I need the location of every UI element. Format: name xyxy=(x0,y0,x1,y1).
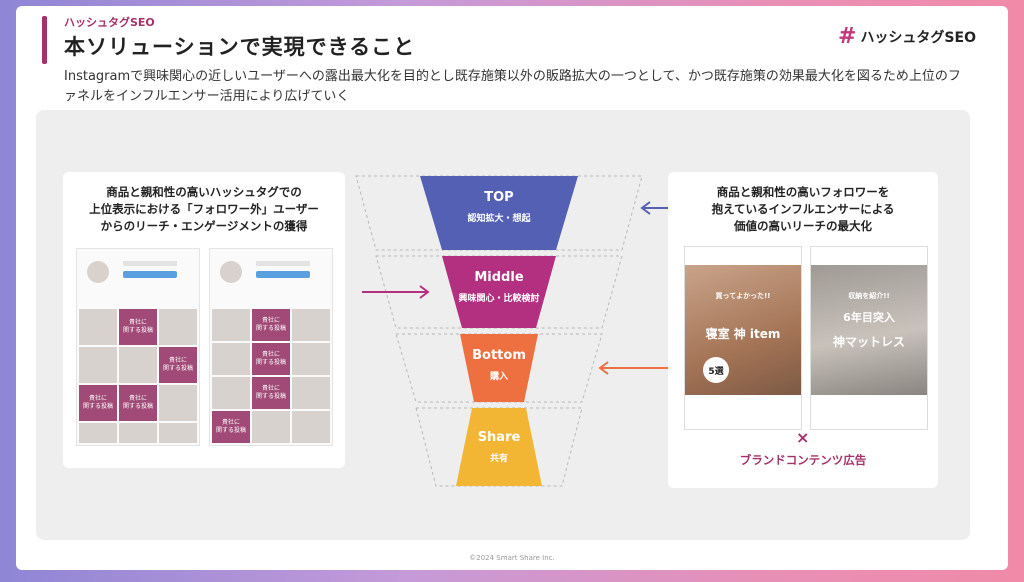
brand-post-tile: 貴社に関する投稿 xyxy=(79,385,117,421)
influencer-card-line-3: 価値の高いリーチの最大化 xyxy=(734,219,872,233)
brand-post-tile: 貴社に関する投稿 xyxy=(212,411,250,443)
influencer-post-1: 買ってよかった!! 寝室 神 item 5選 xyxy=(684,246,802,430)
brand-post-tile: 貴社に関する投稿 xyxy=(119,385,157,421)
logo-text: ハッシュタグSEO xyxy=(860,30,976,46)
post-grid: 貴社に関する投稿 貴社に関する投稿 貴社に関する投稿 貴社に関する投稿 xyxy=(212,309,330,443)
page-title: 本ソリューションで実現できること xyxy=(64,35,416,59)
influencer-card: 商品と親和性の高いフォロワーを 抱えているインフルエンサーによる 価値の高いリー… xyxy=(668,172,938,488)
hashtag-card-line-3: からのリーチ・エンゲージメントの獲得 xyxy=(100,219,308,233)
hashtag-search-screenshot-1: 貴社に関する投稿 貴社に関する投稿 貴社に関する投稿 貴社に関する投稿 xyxy=(76,248,200,446)
hashtag-search-screenshot-2: 貴社に関する投稿 貴社に関する投稿 貴社に関する投稿 貴社に関する投稿 xyxy=(209,248,333,446)
hashtag-card-line-1: 商品と親和性の高いハッシュタグでの xyxy=(106,185,302,199)
funnel-outline-bottom xyxy=(395,333,603,403)
post-grid: 貴社に関する投稿 貴社に関する投稿 貴社に関する投稿 貴社に関する投稿 xyxy=(79,309,197,443)
funnel-label-bottom: Bottom 購入 xyxy=(472,348,526,382)
influencer-card-line-2: 抱えているインフルエンサーによる xyxy=(711,202,895,216)
influencer-card-line-1: 商品と親和性の高いフォロワーを xyxy=(716,185,890,199)
brand-post-tile: 貴社に関する投稿 xyxy=(119,309,157,345)
brand-post-tile: 貴社に関する投稿 xyxy=(252,309,290,341)
funnel-stage-bottom xyxy=(460,334,538,402)
funnel-label-middle: Middle 興味関心・比較検討 xyxy=(458,270,540,304)
funnel-outline-share xyxy=(415,407,583,487)
funnel-label-top: TOP 認知拡大・想起 xyxy=(467,190,531,224)
section-label: ハッシュタグSEO xyxy=(64,16,155,29)
brand-logo: # ハッシュタグSEO xyxy=(838,26,976,48)
arrow-to-middle xyxy=(362,285,430,299)
brand-post-tile: 貴社に関する投稿 xyxy=(159,347,197,383)
funnel-outline-top xyxy=(355,175,643,251)
accent-bar xyxy=(42,16,47,64)
funnel-diagram xyxy=(355,175,710,487)
brand-post-tile: 貴社に関する投稿 xyxy=(252,343,290,375)
hashtag-logo-icon: # xyxy=(838,24,857,49)
copyright: ©2024 Smart Share Inc. xyxy=(469,554,555,562)
funnel-stage-middle xyxy=(442,256,556,328)
cross-icon: × xyxy=(796,428,810,447)
content-panel: 商品と親和性の高いハッシュタグでの 上位表示における「フォロワー外」ユーザー か… xyxy=(36,110,970,540)
influencer-card-text: 商品と親和性の高いフォロワーを 抱えているインフルエンサーによる 価値の高いリー… xyxy=(668,184,938,235)
influencer-post-2: 収納を紹介!! 6年目突入 神マットレス xyxy=(810,246,928,430)
hashtag-card-line-2: 上位表示における「フォロワー外」ユーザー xyxy=(89,202,319,216)
funnel-stage-share xyxy=(456,408,542,486)
brand-content-ad-label: ブランドコンテンツ広告 xyxy=(739,453,867,467)
funnel-stage-top xyxy=(420,176,578,250)
page-subtitle: Instagramで興味関心の近しいユーザーへの露出最大化を目的とし既存施策以外… xyxy=(64,69,961,104)
post-photo-mattress xyxy=(811,265,927,395)
hashtag-card: 商品と親和性の高いハッシュタグでの 上位表示における「フォロワー外」ユーザー か… xyxy=(63,172,345,468)
brand-post-tile: 貴社に関する投稿 xyxy=(252,377,290,409)
slide: ハッシュタグSEO 本ソリューションで実現できること Instagramで興味関… xyxy=(16,6,1008,570)
funnel-label-share: Share 共有 xyxy=(477,430,521,464)
count-badge: 5選 xyxy=(703,357,729,383)
hashtag-card-text: 商品と親和性の高いハッシュタグでの 上位表示における「フォロワー外」ユーザー か… xyxy=(63,184,345,235)
